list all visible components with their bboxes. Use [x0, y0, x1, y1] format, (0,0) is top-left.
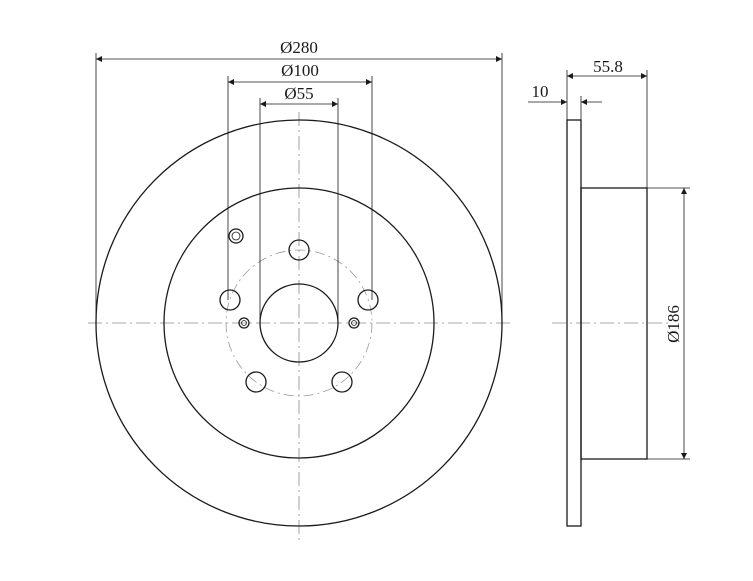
bolt-hole-left: [219, 289, 241, 311]
dimension-center-bore: Ø55: [259, 84, 339, 323]
bolt-hole-top: [288, 239, 310, 261]
dimension-outer-diameter: Ø280: [95, 38, 503, 323]
overall-height-label: 55.8: [593, 57, 623, 76]
outer-diameter-label: Ø280: [280, 38, 318, 57]
hat-diameter-label: Ø186: [664, 305, 683, 343]
locating-hole-left-inner: [241, 320, 247, 326]
hat-section: [580, 187, 648, 460]
locating-hole-right-inner: [351, 320, 357, 326]
hat-edge: [163, 187, 435, 459]
center-bore-label: Ø55: [284, 84, 313, 103]
bolt-circle-label: Ø100: [281, 61, 319, 80]
bolt-hole-lower-right: [331, 371, 353, 393]
bolt-pitch-circle: [225, 249, 373, 397]
dimension-hat-diameter: Ø186: [647, 187, 690, 460]
dimension-overall-height: 55.8: [566, 57, 648, 188]
dimension-bolt-circle: Ø100: [227, 61, 373, 300]
locating-hole-left: [238, 317, 250, 329]
dimension-disc-thickness: 10: [528, 82, 602, 120]
retaining-screw-hole: [228, 228, 244, 244]
bolt-hole-lower-left: [245, 371, 267, 393]
locating-hole-right: [348, 317, 360, 329]
retaining-screw-hole-inner: [231, 231, 241, 241]
bolt-hole-right: [357, 289, 379, 311]
side-view: 55.8 10 Ø186: [528, 57, 690, 527]
disc-thickness-label: 10: [532, 82, 549, 101]
front-view: Ø280 Ø100 Ø55: [88, 38, 512, 540]
